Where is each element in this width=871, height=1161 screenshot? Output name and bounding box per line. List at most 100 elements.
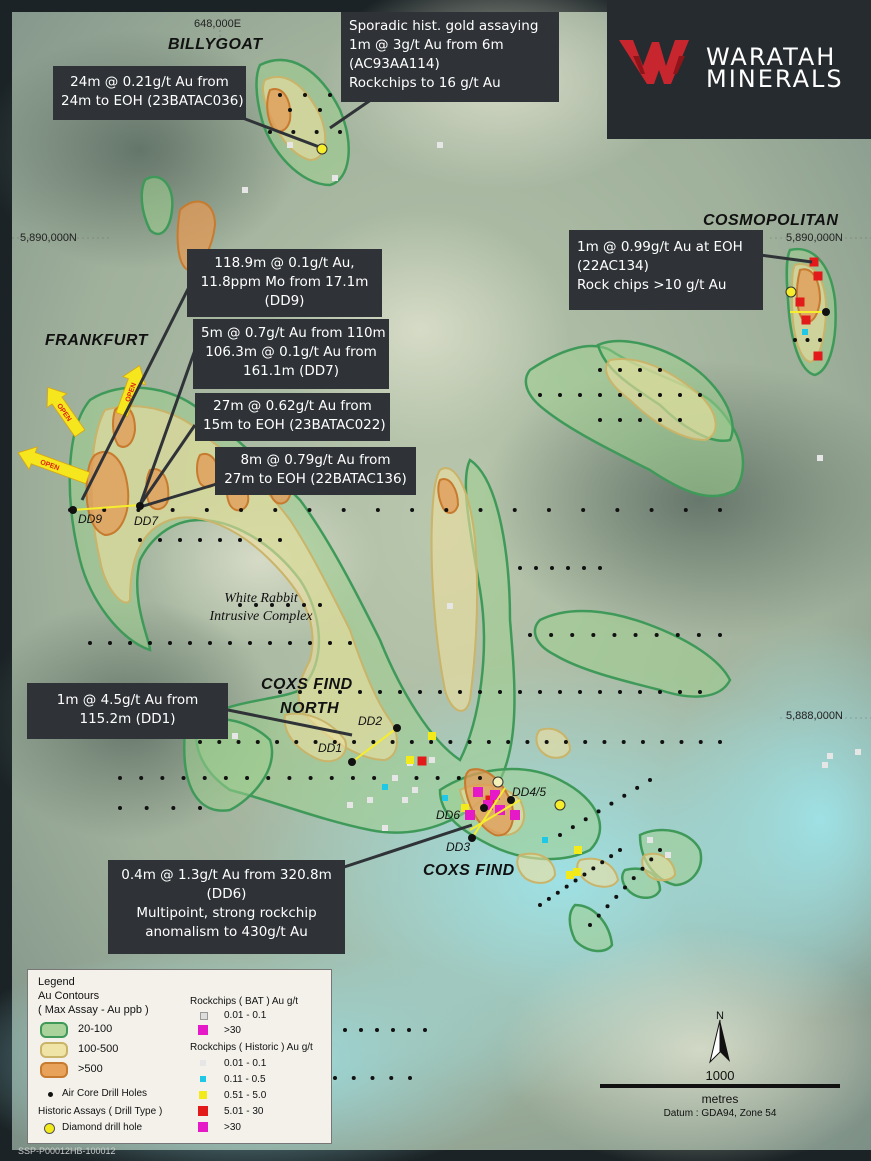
aircore-hole (148, 641, 152, 645)
aircore-hole (181, 776, 186, 780)
legend-diamond-label: Diamond drill hole (62, 1122, 143, 1133)
aircore-hole (228, 641, 232, 645)
aircore-hole (578, 393, 582, 397)
rockchip-sample (566, 871, 574, 879)
aircore-hole (350, 776, 355, 780)
rockchip-sample (406, 756, 414, 764)
aircore-hole (658, 393, 662, 397)
aircore-hole (698, 690, 702, 694)
aircore-hole (478, 690, 482, 694)
aircore-hole (618, 690, 622, 694)
aircore-hole (598, 393, 602, 397)
legend-au-title: Au Contours (38, 990, 100, 1002)
aircore-hole (171, 806, 176, 810)
aircore-hole (512, 508, 517, 512)
aircore-hole (609, 801, 614, 806)
aircore-hole (582, 566, 586, 570)
dd6-label: DD6 (436, 808, 461, 822)
rockchip-sample (817, 455, 823, 461)
aircore-hole (371, 740, 376, 744)
aircore-hole (591, 633, 596, 637)
open-arrows: OPEN OPEN OPEN (17, 365, 146, 485)
aircore-hole (438, 690, 442, 694)
map-legend: Legend Au Contours ( Max Assay - Au ppb … (27, 969, 332, 1144)
rockchip-sample (483, 800, 493, 810)
grid-lines (12, 20, 871, 719)
aircore-hole (598, 566, 602, 570)
aircore-hole (391, 1028, 395, 1032)
rockchip-sample (417, 756, 427, 766)
legend-h1-symbol (200, 1060, 206, 1066)
callout-line: (DD9) (264, 293, 305, 309)
aircore-hole (638, 418, 642, 422)
rockchip-sample (447, 603, 453, 609)
aircore-hole (518, 690, 522, 694)
aircore-hole (144, 806, 149, 810)
aircore-hole (409, 740, 414, 744)
callout-line: (22AC134) (577, 258, 649, 274)
aircore-hole (658, 418, 662, 422)
grid-label-northing-left: 5,890,000N (20, 232, 77, 244)
aircore-hole (612, 633, 617, 637)
aircore-hole (658, 690, 662, 694)
callout-line: 11.8ppm Mo from 17.1m (200, 274, 369, 290)
legend-bat-title: Rockchips ( BAT ) Au g/t (190, 996, 299, 1007)
aircore-hole (308, 641, 312, 645)
aircore-hole (102, 508, 107, 512)
aircore-hole (478, 508, 483, 512)
aircore-hole (486, 740, 491, 744)
rockchip-sample (574, 846, 582, 854)
prospect-coxs-find: COXS FIND (423, 862, 515, 879)
aircore-hole (332, 740, 337, 744)
aircore-hole (408, 1076, 412, 1080)
callout-ac136: 8m @ 0.79g/t Au from 27m to EOH (22BATAC… (215, 447, 416, 495)
aircore-hole (578, 690, 582, 694)
aircore-hole (640, 866, 645, 871)
rockchip-sample (402, 797, 408, 803)
aircore-hole (718, 740, 722, 744)
rockchip-sample (242, 187, 248, 193)
legend-hist-title: Rockchips ( Historic ) Au g/t (190, 1042, 313, 1053)
aircore-hole (287, 776, 292, 780)
aircore-hole (217, 740, 222, 744)
rockchip-sample (392, 775, 398, 781)
aircore-hole (598, 418, 602, 422)
rockchip-sample (367, 797, 373, 803)
aircore-hole (518, 566, 522, 570)
rockchip-sample (473, 787, 483, 797)
aircore-hole (168, 641, 172, 645)
aircore-hole (328, 641, 332, 645)
legend-title: Legend (38, 976, 75, 988)
aircore-hole (328, 93, 332, 97)
aircore-hole (638, 393, 642, 397)
callout-line: 118.9m @ 0.1g/t Au, (214, 255, 355, 271)
aircore-hole (338, 130, 342, 134)
callout-line: anomalism to 430g/t Au (145, 924, 308, 940)
aircore-hole (286, 603, 290, 607)
rockchip-sample (461, 804, 469, 812)
dd45-label: DD4/5 (512, 785, 547, 799)
aircore-hole (223, 776, 228, 780)
callout-line: Sporadic hist. gold assaying (349, 18, 539, 34)
rockchip-sample (495, 805, 505, 815)
aircore-hole (208, 641, 212, 645)
aircore-hole (268, 641, 272, 645)
aircore-hole (248, 641, 252, 645)
callout-ac022: 27m @ 0.62g/t Au from 15m to EOH (23BATA… (195, 393, 390, 441)
rockchip-sample (347, 802, 353, 808)
aircore-hole (573, 878, 578, 883)
legend-h5-label: >30 (224, 1122, 241, 1133)
aircore-hole (358, 690, 362, 694)
aircore-hole (338, 690, 342, 694)
historic-diamond-holes (316, 143, 797, 811)
rockchip-sample (382, 825, 388, 831)
callout-line: Rock chips >10 g/t Au (577, 277, 727, 293)
rockchip-sample (573, 868, 581, 876)
aircore-hole (675, 633, 680, 637)
aircore-hole (602, 740, 607, 744)
aircore-hole (696, 633, 701, 637)
legend-h1-label: 0.01 - 0.1 (224, 1058, 267, 1069)
aircore-hole (635, 785, 640, 790)
aircore-hole (649, 508, 654, 512)
aircore-hole (538, 690, 542, 694)
